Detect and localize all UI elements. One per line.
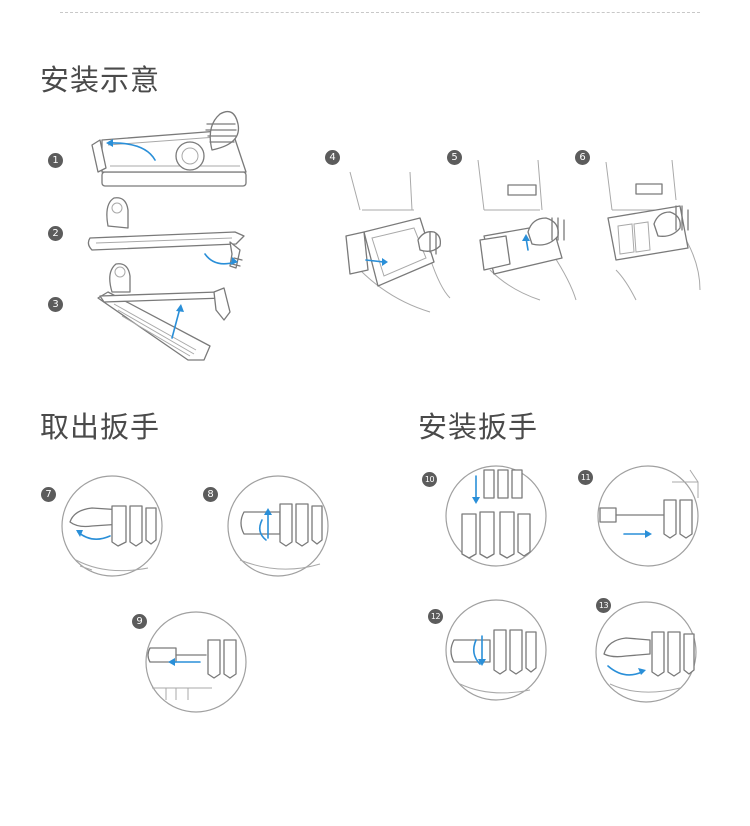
top-dashed-divider [60,12,700,13]
section-title-remove-wrench: 取出扳手 [40,410,161,444]
section-title-install-diagram: 安装示意 [40,63,161,97]
step-badge-9: 9 [132,614,147,629]
step-badge-1: 1 [48,153,63,168]
step-badge-8: 8 [203,487,218,502]
step-badge-6: 6 [575,150,590,165]
step-badge-3: 3 [48,297,63,312]
step-badge-5: 5 [447,150,462,165]
step-badge-10: 10 [422,472,437,487]
step-badge-12: 12 [428,609,443,624]
step-badge-11: 11 [578,470,593,485]
step-badge-4: 4 [325,150,340,165]
step-badge-2: 2 [48,226,63,241]
step-badge-13: 13 [596,598,611,613]
step-badge-7: 7 [41,487,56,502]
section-title-install-wrench: 安装扳手 [418,410,539,444]
